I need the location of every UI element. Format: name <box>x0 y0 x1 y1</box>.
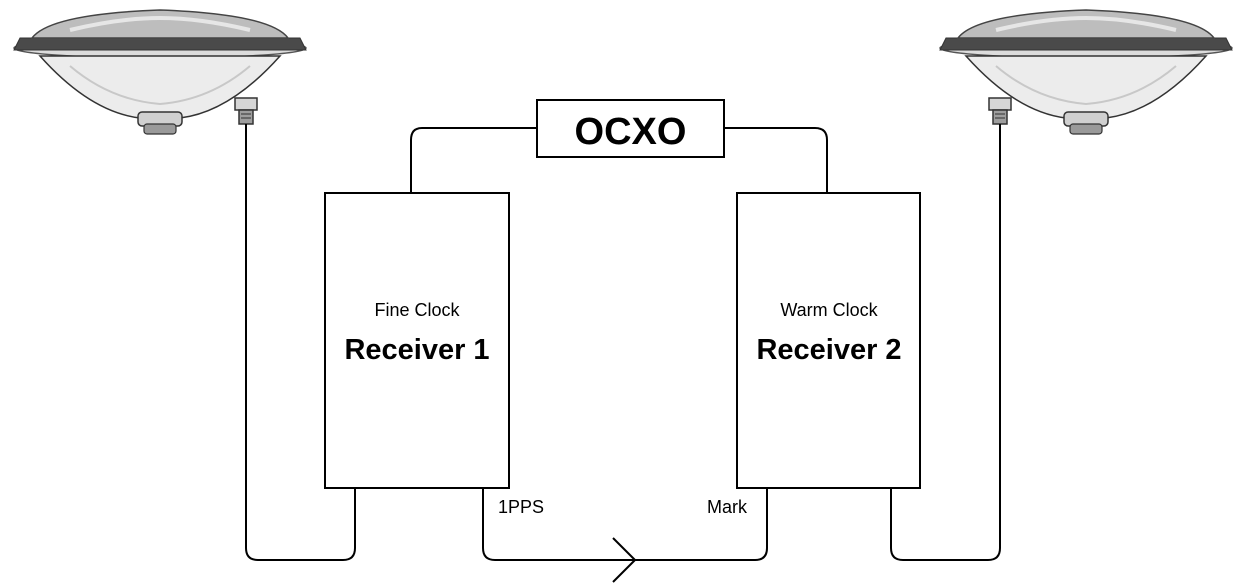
receiver-1-subtitle: Fine Clock <box>374 300 460 320</box>
ocxo-label: OCXO <box>575 111 687 153</box>
gnss-antenna-icon <box>938 8 1234 136</box>
ocxo-to-receiver-1-line <box>410 127 537 193</box>
mark-label: Mark <box>707 497 748 517</box>
1pps-label: 1PPS <box>498 497 544 517</box>
receiver-2-box <box>736 192 921 489</box>
antenna-2-cable <box>890 124 1001 561</box>
ocxo-to-receiver-2-line <box>724 127 828 193</box>
receiver-2-title: Receiver 2 <box>756 334 901 366</box>
ocxo-box <box>536 99 725 158</box>
1pps-to-mark-line <box>482 488 768 561</box>
antenna-connector-icon <box>234 97 258 125</box>
antenna-1-cable <box>245 124 356 561</box>
receiver-1-box <box>324 192 510 489</box>
receiver-1-title: Receiver 1 <box>344 334 489 366</box>
receiver-2-subtitle: Warm Clock <box>780 300 878 320</box>
antenna-connector-icon <box>988 97 1012 125</box>
gnss-antenna-icon <box>12 8 308 136</box>
signal-direction-arrow-icon <box>612 537 636 583</box>
